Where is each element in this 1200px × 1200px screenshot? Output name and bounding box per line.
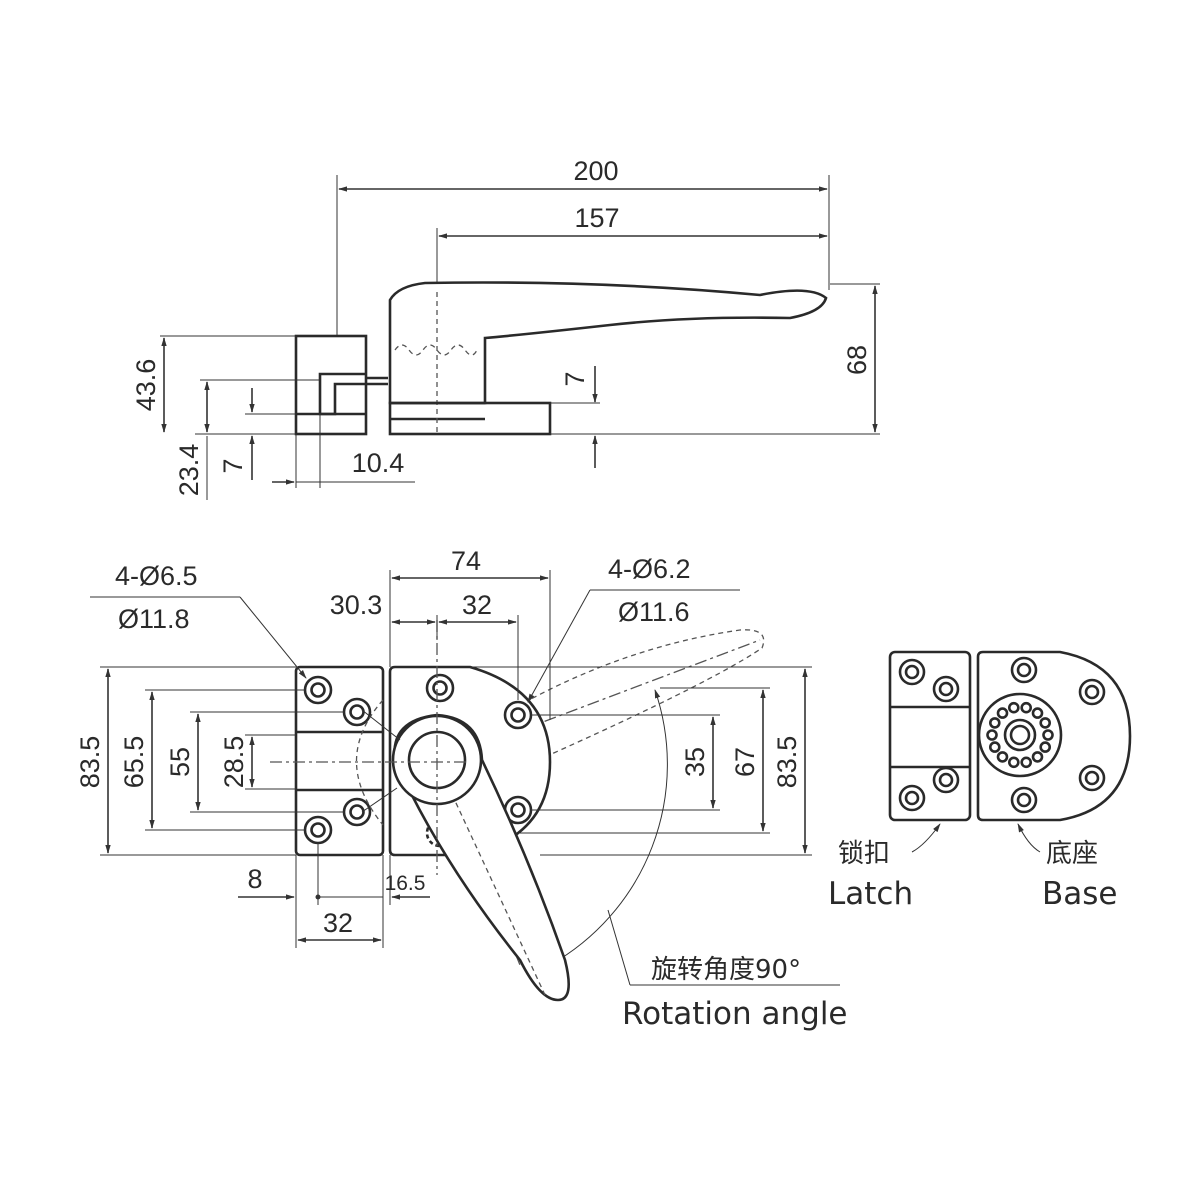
rotation-label-en: Rotation angle [622, 996, 848, 1032]
front-view: 74 30.3 32 4-Ø6.5 Ø11.8 4-Ø6.2 Ø11.6 83.… [75, 546, 848, 1032]
base-hole [425, 673, 455, 703]
detent-hole [1020, 756, 1032, 769]
latch-hole [342, 697, 372, 727]
dim-handle-length: 157 [574, 203, 619, 233]
base-counterbore-note: Ø11.6 [618, 597, 690, 627]
detent-hole [1031, 707, 1044, 719]
legend-view: 锁扣 Latch 底座 Base [828, 650, 1132, 912]
dim-plate-thickness-left: 7 [218, 458, 248, 473]
latch-hole [303, 675, 333, 705]
legend-latch-en: Latch [828, 876, 913, 912]
legend-base-hole [1010, 786, 1038, 814]
detent-hole [1007, 756, 1020, 769]
dim-base-height-67: 67 [730, 747, 760, 777]
detent-hole [988, 741, 1001, 753]
legend-base-hole [1078, 764, 1106, 792]
side-view: 200 157 68 7 43.6 [131, 156, 880, 500]
base-hole [503, 700, 533, 730]
dim-gap-16: 16.5 [385, 872, 426, 895]
dim-base-height: 43.6 [131, 359, 161, 412]
legend-latch-hole [932, 766, 960, 794]
latch-hole [303, 815, 333, 845]
detent-hole [996, 751, 1009, 763]
legend-latch-cn: 锁扣 [838, 839, 890, 869]
latch-holes-note: 4-Ø6.5 [115, 561, 198, 591]
dim-base-width: 74 [451, 546, 481, 576]
dim-latch-height-28: 28.5 [219, 736, 249, 789]
dim-overall-length: 200 [573, 156, 618, 186]
detent-hole [988, 717, 1001, 729]
latch-hole [342, 797, 372, 827]
dim-latch-height-65: 65.5 [119, 736, 149, 789]
legend-latch-hole [898, 784, 926, 812]
detent-hole [996, 707, 1009, 719]
rotation-arc [549, 689, 668, 966]
dim-latch-height-55: 55 [165, 747, 195, 777]
detent-hole [1039, 717, 1051, 729]
base-holes-note: 4-Ø6.2 [608, 554, 691, 584]
legend-base-cn: 底座 [1046, 839, 1098, 869]
dim-height: 68 [842, 345, 872, 375]
detent-hole [1031, 751, 1044, 763]
legend-base-hole [1010, 656, 1038, 684]
legend-base-hole [1078, 678, 1106, 706]
latch-counterbore-note: Ø11.8 [118, 604, 190, 634]
dim-gap: 10.4 [352, 448, 405, 478]
legend-latch-hole [932, 675, 960, 703]
detent-hole [1039, 741, 1051, 753]
dim-latch-width: 32 [323, 908, 353, 938]
rotation-label-cn: 旋转角度90° [651, 955, 801, 985]
dim-base-hole-spacing: 35 [680, 747, 710, 777]
legend-base-en: Base [1042, 876, 1118, 912]
dim-base-lower: 23.4 [174, 444, 204, 497]
legend-latch-hole [898, 658, 926, 686]
dim-left-8: 8 [247, 864, 262, 894]
detent-hole [1020, 701, 1032, 714]
detent-hole [1042, 729, 1054, 741]
legend-base-detent-ring [986, 701, 1054, 769]
detent-hole [986, 729, 998, 741]
dim-plate-thickness-right: 7 [560, 371, 590, 386]
dim-latch-height-outer: 83.5 [75, 736, 105, 789]
dim-base-height-outer: 83.5 [772, 736, 802, 789]
detent-hole [1007, 701, 1020, 714]
side-handle [388, 281, 828, 405]
dim-hole-spacing-top: 32 [462, 590, 492, 620]
dim-offset: 30.3 [330, 590, 383, 620]
